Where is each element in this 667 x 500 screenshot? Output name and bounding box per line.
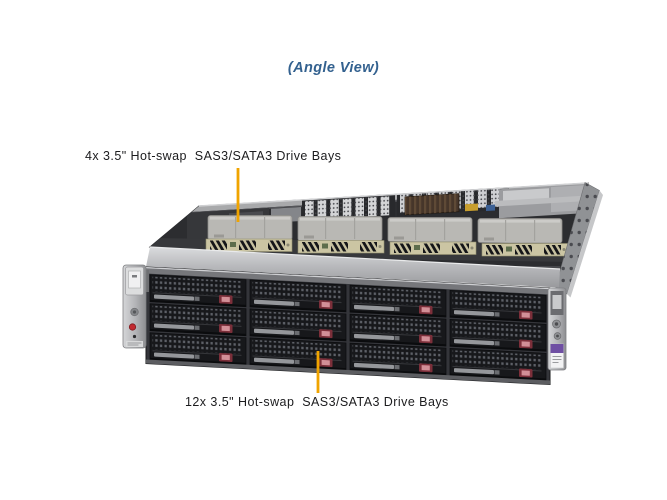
ear-sticker (550, 343, 564, 369)
drive-tray (349, 284, 447, 318)
drive-tray (149, 303, 247, 337)
cpu-heatsink (404, 193, 460, 216)
right-rack-ear (547, 287, 567, 371)
connector-yellow (465, 203, 478, 212)
backplane-board (205, 238, 293, 252)
drive-tray (449, 318, 547, 352)
chassis-top-internals (148, 182, 589, 270)
figure-title: (Angle View) (287, 60, 380, 76)
power-button (128, 323, 137, 331)
drive-tray (149, 274, 247, 308)
drive-tray (249, 308, 347, 342)
callout-top-label: 4x 3.5" Hot-swap SAS3/SATA3 Drive Bays (85, 149, 342, 163)
drive-tray (349, 342, 447, 376)
drive-tray (449, 289, 547, 323)
drive-tray (249, 337, 347, 371)
connector-blue (486, 204, 495, 212)
drive-tray (149, 332, 247, 366)
rear-drive-bay (207, 215, 293, 241)
chassis-top-cover (146, 246, 561, 288)
chassis-right-panel (555, 182, 603, 298)
drive-tray (449, 347, 547, 381)
rear-drive-bay (297, 216, 383, 242)
power-supply-area (495, 184, 587, 219)
front-drive-panel (145, 266, 551, 386)
left-rack-ear (122, 264, 149, 349)
rear-drive-bay (387, 217, 473, 243)
leader-line-top (236, 168, 240, 222)
backplane-board (481, 243, 569, 257)
rear-drive-bay (477, 218, 563, 244)
leader-line-bottom (316, 351, 320, 393)
backplane-board (297, 240, 385, 254)
drive-tray (349, 313, 447, 347)
callout-bottom-label: 12x 3.5" Hot-swap SAS3/SATA3 Drive Bays (185, 395, 449, 409)
status-led (132, 334, 137, 339)
backplane-board (389, 241, 477, 255)
drive-tray (249, 279, 347, 313)
